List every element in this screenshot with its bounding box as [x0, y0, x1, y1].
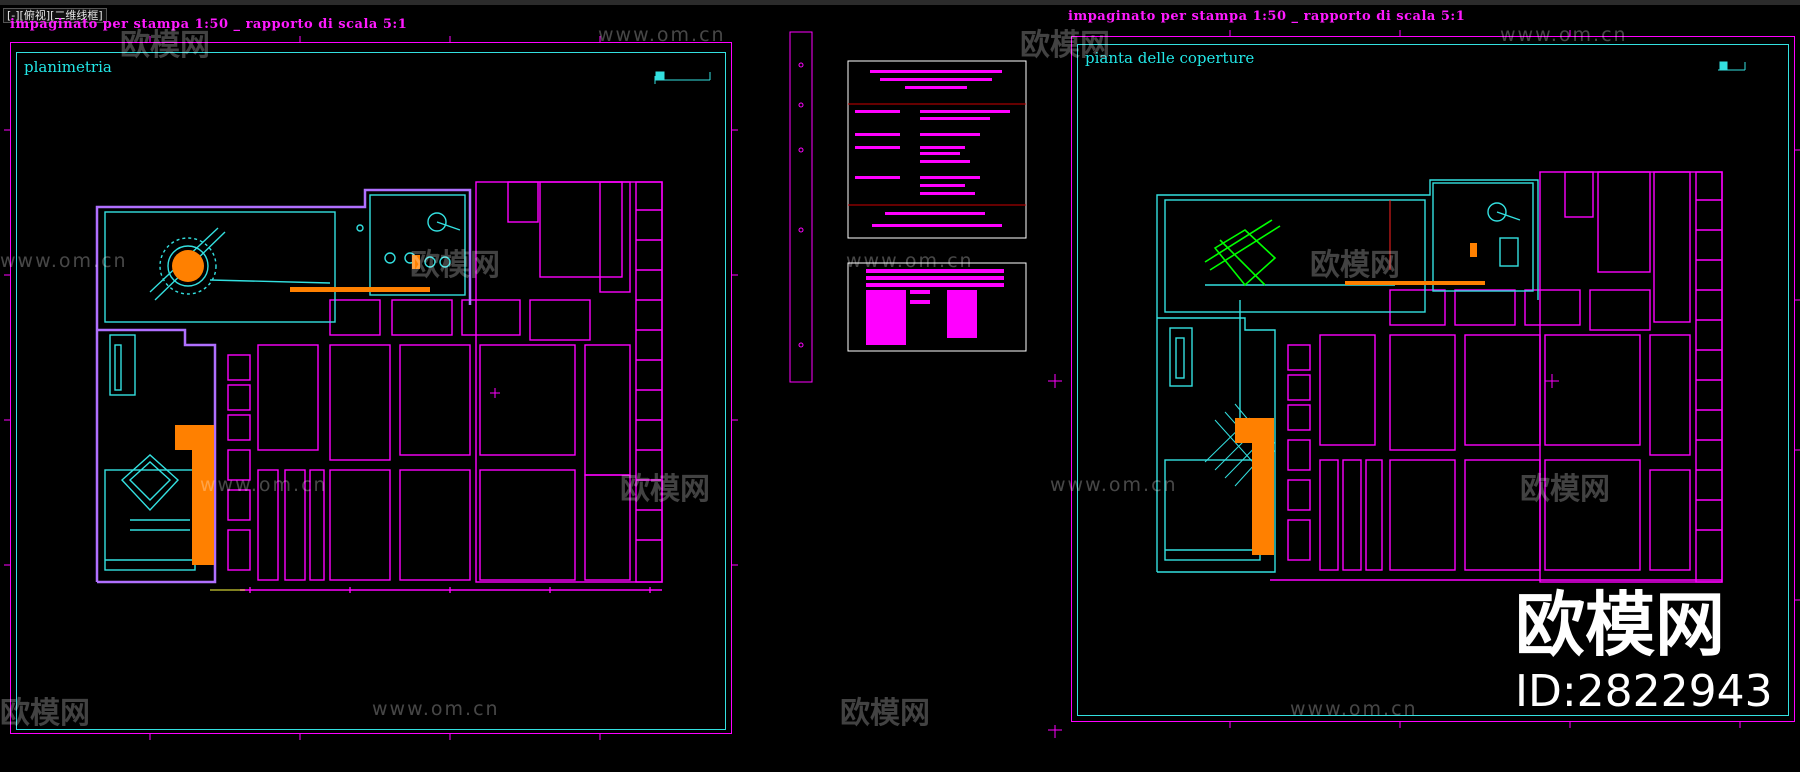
- watermark-site: www.om.cn: [1290, 698, 1418, 720]
- sheet-right-title: pianta delle coperture: [1085, 49, 1255, 67]
- sheet-left-inner-frame[interactable]: [16, 52, 726, 730]
- watermark-logo: 欧模网: [840, 696, 930, 731]
- north-arrow-left: [654, 71, 711, 84]
- watermark-site: www.om.cn: [1050, 474, 1178, 496]
- sheet-right-outer-frame[interactable]: [1071, 36, 1795, 722]
- viewport-controls-label[interactable]: [-][俯视][二维线框]: [3, 8, 107, 23]
- title-block-strip: [789, 31, 813, 383]
- frame-tick-marks: [4, 30, 1800, 740]
- watermark-logo: 欧模网: [1310, 248, 1400, 283]
- watermark-site: www.om.cn: [598, 24, 726, 46]
- watermark-site: www.om.cn: [1500, 24, 1628, 46]
- watermark-logo: 欧模网: [620, 472, 710, 507]
- floor-plan-right[interactable]: [1156, 171, 1723, 583]
- watermark-brand-large: 欧模网: [1515, 584, 1725, 666]
- legend-table-bottom: [847, 262, 1027, 352]
- sheet-right-inner-frame[interactable]: [1077, 44, 1789, 716]
- watermark-site: www.om.cn: [200, 474, 328, 496]
- sheet-left-outer-frame[interactable]: [10, 42, 732, 734]
- watermark-logo: 欧模网: [0, 696, 90, 731]
- sheet-right-heading: impaginato per stampa 1:50 _ rapporto di…: [1068, 9, 1466, 24]
- sheet-left-heading: impaginato per stampa 1:50 _ rapporto di…: [10, 17, 408, 32]
- watermark-logo: 欧模网: [1020, 28, 1110, 63]
- watermark-site: www.om.cn: [846, 250, 974, 272]
- watermark-logo: 欧模网: [410, 248, 500, 283]
- north-arrow-right: [1718, 61, 1746, 71]
- floor-plan-left[interactable]: [95, 181, 663, 593]
- watermark-id: ID:2822943: [1515, 666, 1773, 717]
- watermark-logo: 欧模网: [1520, 472, 1610, 507]
- sheet-left-title: planimetria: [24, 58, 112, 76]
- viewport-top-bar: [0, 0, 1800, 5]
- watermark-logo: 欧模网: [120, 28, 210, 63]
- legend-table-top: [847, 60, 1027, 239]
- watermark-site: www.om.cn: [372, 698, 500, 720]
- crosshair-marks: [490, 374, 1559, 738]
- watermark-site: www.om.cn: [0, 250, 128, 272]
